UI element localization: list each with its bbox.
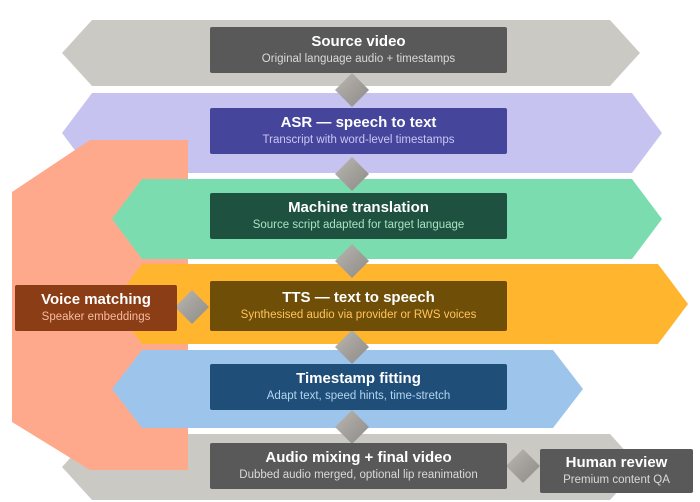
stage-title: ASR — speech to text	[280, 114, 437, 132]
stage-subtitle: Adapt text, speed hints, time-stretch	[266, 389, 451, 402]
node-subtitle: Speaker embeddings	[41, 310, 151, 323]
stage-subtitle: Original language audio + timestamps	[261, 52, 456, 65]
stage-subtitle: Synthesised audio via provider or RWS vo…	[240, 308, 477, 321]
stage-timestamp-fitting: Timestamp fitting Adapt text, speed hint…	[210, 364, 507, 410]
node-title: Human review	[565, 454, 668, 472]
stage-title: Source video	[311, 33, 406, 51]
node-voice-matching: Voice matching Speaker embeddings	[15, 285, 177, 331]
stage-audio-mixing-final-video: Audio mixing + final video Dubbed audio …	[210, 443, 507, 489]
stage-subtitle: Transcript with word-level timestamps	[262, 133, 455, 146]
node-subtitle: Premium content QA	[563, 473, 670, 486]
stage-subtitle: Source script adapted for target languag…	[252, 218, 465, 231]
stage-title: Machine translation	[288, 199, 429, 217]
stage-title: Audio mixing + final video	[265, 449, 452, 467]
stage-tts: TTS — text to speech Synthesised audio v…	[210, 281, 507, 331]
stage-asr: ASR — speech to text Transcript with wor…	[210, 108, 507, 154]
stage-subtitle: Dubbed audio merged, optional lip reanim…	[239, 468, 478, 481]
stage-machine-translation: Machine translation Source script adapte…	[210, 193, 507, 239]
stage-title: TTS — text to speech	[282, 289, 435, 307]
node-title: Voice matching	[41, 291, 151, 309]
node-human-review: Human review Premium content QA	[540, 449, 693, 493]
stage-source-video: Source video Original language audio + t…	[210, 27, 507, 73]
stage-title: Timestamp fitting	[296, 370, 421, 388]
